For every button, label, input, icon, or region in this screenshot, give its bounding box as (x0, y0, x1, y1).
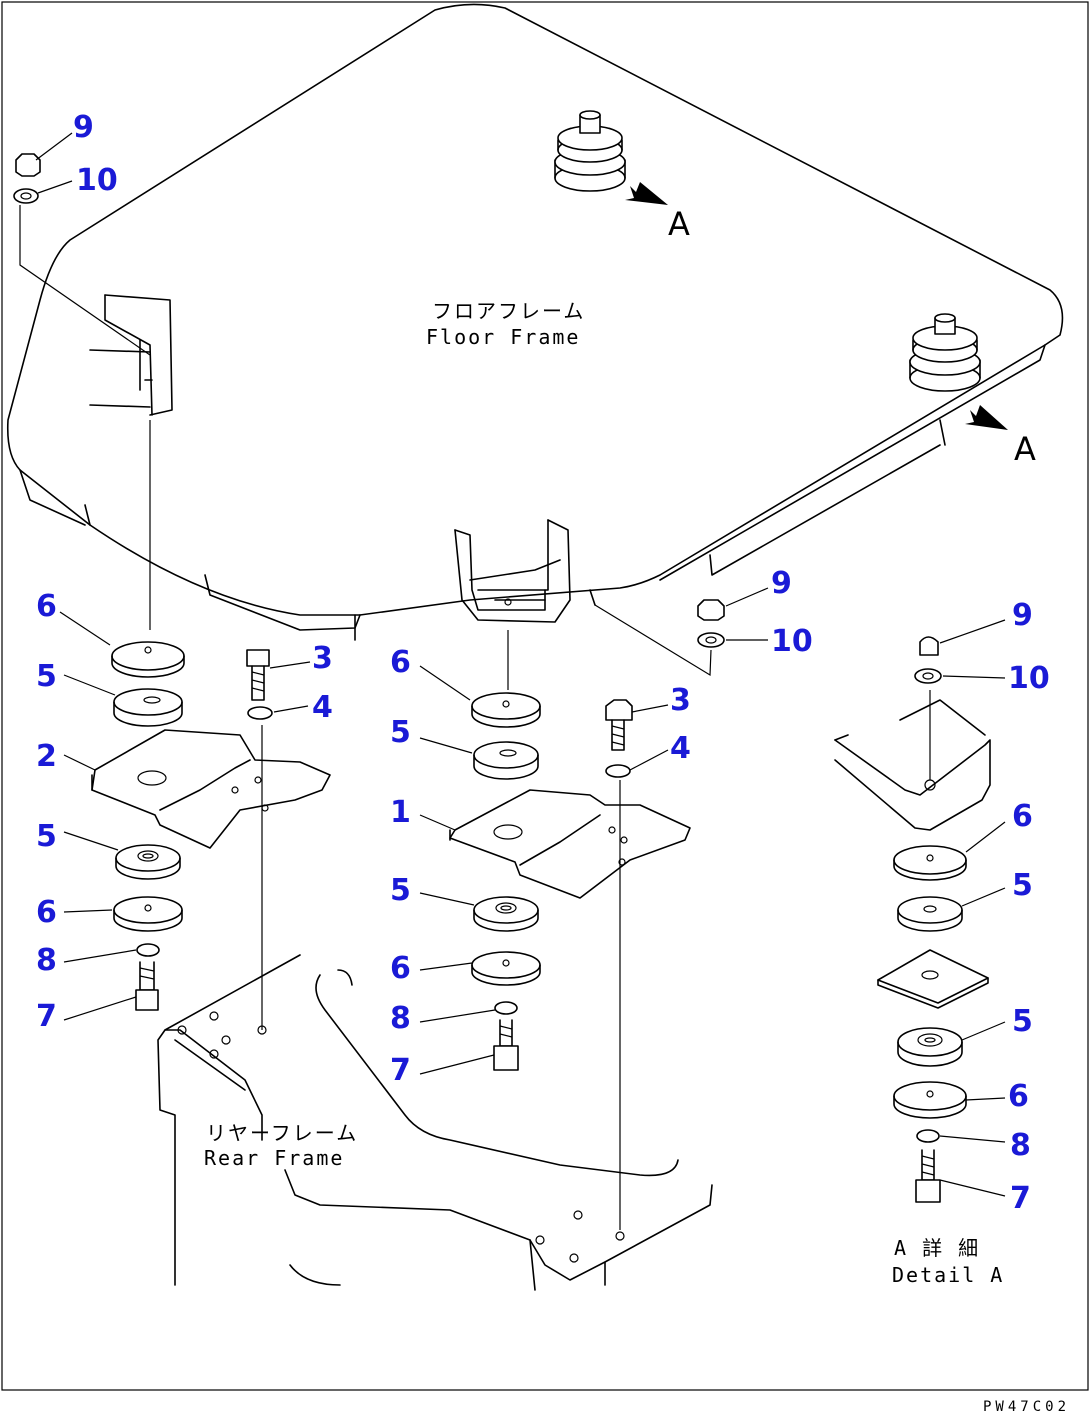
callout-8: 8 (1010, 1128, 1031, 1163)
rear-frame-label-en: Rear Frame (204, 1146, 344, 1170)
callout-numbers: 9 10 6 5 2 5 6 8 7 3 4 6 5 1 5 6 8 7 3 4… (36, 110, 1050, 1216)
detail-a-stack (834, 636, 991, 1203)
callout-4: 4 (312, 690, 333, 725)
floor-frame-label-jp: フロアフレーム (432, 299, 585, 323)
callout-6: 6 (390, 951, 411, 986)
rear-frame-label-jp: リヤーフレーム (206, 1121, 358, 1145)
callout-3: 3 (670, 683, 691, 718)
callout-10: 10 (76, 163, 118, 198)
callout-6: 6 (390, 645, 411, 680)
callout-6: 6 (36, 589, 57, 624)
callout-6: 6 (1012, 799, 1033, 834)
callout-6: 6 (1008, 1079, 1029, 1114)
rubber-mount-icon (554, 110, 626, 192)
detail-label-en: Detail A (892, 1263, 1004, 1287)
view-arrow-icon (965, 405, 1008, 430)
floor-frame-label-en: Floor Frame (426, 325, 580, 349)
drawing-code: PW47C02 (983, 1399, 1070, 1415)
detail-label-jp: A 詳 細 (894, 1236, 980, 1260)
callout-5: 5 (390, 873, 411, 908)
callout-3: 3 (312, 641, 333, 676)
floor-frame (6, 3, 1064, 641)
drawing-border (1, 1, 1089, 1391)
center-mount-stack (449, 599, 725, 1230)
callout-5: 5 (390, 715, 411, 750)
callout-7: 7 (1010, 1181, 1031, 1216)
callout-5: 5 (1012, 868, 1033, 903)
callout-1: 1 (390, 795, 411, 830)
left-mount-stack (13, 153, 331, 1030)
callout-9: 9 (73, 110, 94, 145)
callout-5: 5 (36, 819, 57, 854)
callout-6: 6 (36, 895, 57, 930)
callout-7: 7 (36, 999, 57, 1034)
view-arrow-icon (625, 182, 668, 205)
callout-4: 4 (670, 731, 691, 766)
view-marker-label: A (1014, 430, 1036, 468)
view-marker-label: A (668, 205, 690, 243)
callout-9: 9 (771, 566, 792, 601)
callout-8: 8 (36, 943, 57, 978)
leader-lines (35, 132, 1006, 1197)
callout-2: 2 (36, 739, 57, 774)
callout-10: 10 (771, 624, 813, 659)
rear-frame (157, 954, 713, 1291)
callout-9: 9 (1012, 598, 1033, 633)
callout-10: 10 (1008, 661, 1050, 696)
rubber-mount-icon (909, 313, 981, 392)
callout-5: 5 (36, 659, 57, 694)
callout-5: 5 (1012, 1004, 1033, 1039)
callout-8: 8 (390, 1001, 411, 1036)
callout-7: 7 (390, 1053, 411, 1088)
